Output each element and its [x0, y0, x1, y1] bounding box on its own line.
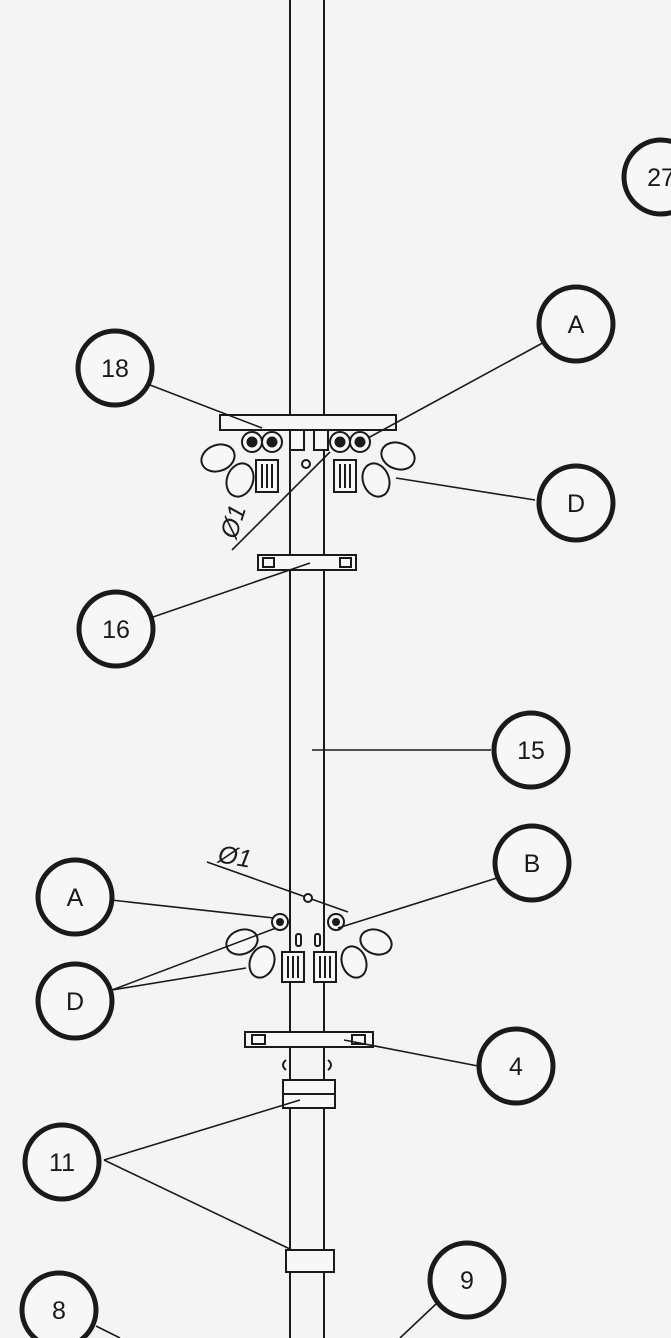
lower-dimension-label: Ø1	[215, 840, 254, 874]
sleeves-11	[282, 1079, 336, 1273]
callout-8-label: 8	[52, 1297, 66, 1325]
callout-d-top: D	[536, 463, 616, 543]
callout-9-label: 9	[460, 1267, 474, 1295]
callout-a-bottom-label: A	[67, 884, 84, 912]
lower-left-sheave-cluster	[225, 913, 305, 983]
callout-a-bottom: A	[35, 857, 115, 937]
callout-16-label: 16	[102, 616, 130, 644]
callout-27: 27	[621, 137, 671, 217]
callout-27-label: 27	[647, 164, 671, 192]
callout-8: 8	[19, 1270, 99, 1338]
callout-11: 11	[22, 1122, 102, 1202]
clamp-16	[257, 554, 357, 571]
leader-lines	[95, 339, 549, 1338]
callout-15: 15	[491, 710, 571, 790]
upper-left-sheave-cluster	[200, 431, 311, 498]
callout-18-label: 18	[101, 355, 129, 383]
callout-9: 9	[427, 1240, 507, 1320]
lower-dimension: Ø1	[206, 840, 349, 913]
clamp-4	[244, 1031, 374, 1071]
callout-15-label: 15	[517, 737, 545, 765]
callout-d-bottom: D	[35, 961, 115, 1041]
callout-18: 18	[75, 328, 155, 408]
callout-4-label: 4	[509, 1053, 523, 1081]
callout-d-top-label: D	[567, 490, 585, 518]
callout-16: 16	[76, 589, 156, 669]
callout-4: 4	[476, 1026, 556, 1106]
callout-a-top-label: A	[568, 311, 585, 339]
callout-d-bottom-label: D	[66, 988, 84, 1016]
upper-right-sheave-cluster	[329, 431, 416, 498]
callout-a-top: A	[536, 284, 616, 364]
callout-b-label: B	[524, 850, 541, 878]
callout-11-label: 11	[49, 1149, 75, 1177]
callout-b: B	[492, 823, 572, 903]
mast-tube	[289, 0, 325, 1338]
lower-right-sheave-cluster	[313, 913, 393, 983]
